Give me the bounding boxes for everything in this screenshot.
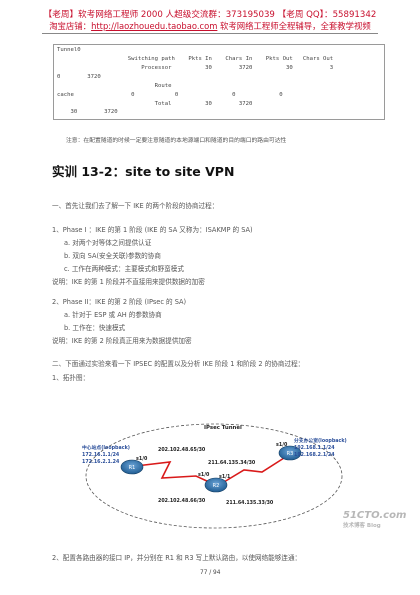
watermark: 51CTO.com 技术博客 Blog [343, 510, 406, 529]
shop-link[interactable]: http://laozhouedu.taobao.com [91, 21, 218, 31]
router-r2-label: R2 [213, 483, 220, 489]
header-divider [42, 33, 378, 34]
phase1-item-c: c. 工作在两种模式：主要模式和野蛮模式 [64, 265, 184, 273]
left-site-ip1: 172.16.1.1/24 [82, 452, 120, 458]
watermark-subtext: 技术博客 Blog [343, 523, 381, 529]
link-r3-top-ip: 211.64.135.34/30 [208, 460, 256, 466]
shop-label: 淘宝店铺： [49, 21, 92, 31]
right-site-ip1: 192.168.1.1/24 [294, 445, 335, 451]
terminal-line: Total 30 3720 [57, 101, 253, 107]
header-banner-line2: 淘宝店铺：http://laozhouedu.taobao.com 软考网络工程… [0, 20, 420, 32]
ipsec-tunnel-label: IPsec Tunnel [204, 425, 242, 431]
network-topology-diagram: R1 R2 R3 IPsec Tunnel 中心站点(loopback) 172… [82, 423, 347, 529]
phase2-title: 2、Phase II：IKE 的第 2 阶段 (IPsec 的 SA) [52, 298, 187, 306]
watermark-text: 51CTO.com [343, 510, 407, 521]
terminal-line: cache 0 0 0 0 [57, 92, 283, 98]
right-site-title: 分支办公室(loopback) [294, 437, 347, 444]
phase2-item-a: a. 针对于 ESP 或 AH 的参数协商 [64, 311, 162, 319]
tunnel-note: 注意：在配置隧道的时候一定要注意隧道的本地源端口和隧道的目的端口的路由可达性 [66, 138, 287, 144]
router-r3-label: R3 [287, 451, 294, 457]
section2-paragraph: 二、下面通过实验来看一下 IPSEC 的配置以及分析 IKE 阶段 1 和阶段 … [52, 360, 305, 368]
link-r3-bottom-ip: 211.64.135.33/30 [226, 500, 274, 506]
phase1-item-a: a. 对两个对等体之间提供认证 [64, 239, 152, 247]
left-site-title: 中心站点(loopback) [82, 444, 130, 451]
section-title: 实训 13-2：site to site VPN [52, 164, 235, 179]
terminal-line: Tunnel0 [57, 47, 81, 53]
phase1-item-b: b. 双向 SA(安全关联)参数的协商 [64, 252, 161, 260]
right-site-ip2: 192.168.2.1/24 [294, 452, 335, 458]
serial-link-r2-r3 [223, 457, 285, 483]
shop-tagline: 软考网络工程师全程辅导，全套教学视频 [217, 21, 371, 31]
step2-paragraph: 2、配置各路由器的接口 IP，并分别在 R1 和 R3 写上默认路由，以使网络能… [52, 554, 302, 562]
terminal-line: 30 3720 [57, 109, 118, 115]
left-site-ip2: 172.16.2.1.24 [82, 459, 120, 465]
phase2-note: 说明：IKE 的第 2 阶段真正用来为数据提供加密 [52, 337, 192, 345]
router-r1-label: R1 [129, 465, 136, 471]
link-r1-bottom-ip: 202.102.48.66/30 [158, 498, 206, 504]
router-r3: R3 [278, 445, 302, 461]
router-r1: R1 [120, 459, 144, 475]
intro-paragraph: 一、首先让我们去了解一下 IKE 的两个阶段的协商过程： [52, 202, 219, 210]
header-banner-line1: 【老周】软考网络工程师 2000 人超级交流群：373195039 【老周 QQ… [43, 10, 377, 20]
phase1-title: 1、Phase I ：IKE 的第 1 阶段 (IKE 的 SA 又称为：ISA… [52, 226, 253, 234]
link-r1-top-ip: 202.102.48.65/30 [158, 447, 206, 453]
terminal-line: Processor 30 3720 30 3 [57, 65, 334, 71]
terminal-line: Switching path Pkts In Chars In Pkts Out… [57, 56, 334, 62]
topology-label: 1、拓扑图： [52, 374, 90, 382]
r2-left-interface-label: s1/0 [198, 472, 210, 478]
terminal-line: 0 3720 [57, 74, 101, 80]
page-number: 77 / 94 [200, 570, 221, 576]
terminal-output-box: Tunnel0 Switching path Pkts In Chars In … [53, 44, 385, 120]
router-r2: R2 [204, 477, 228, 493]
terminal-line: Route [57, 83, 172, 89]
r1-interface-label: s1/0 [136, 456, 148, 462]
ipsec-tunnel-outline [85, 423, 343, 529]
r3-interface-label: s1/0 [276, 442, 288, 448]
r2-right-interface-label: s1/1 [219, 474, 230, 480]
phase1-note: 说明：IKE 的第 1 阶段并不直接用来提供数据的加密 [52, 278, 205, 286]
serial-link-r1-r2 [135, 461, 210, 483]
phase2-item-b: b. 工作在：快速模式 [64, 324, 126, 332]
